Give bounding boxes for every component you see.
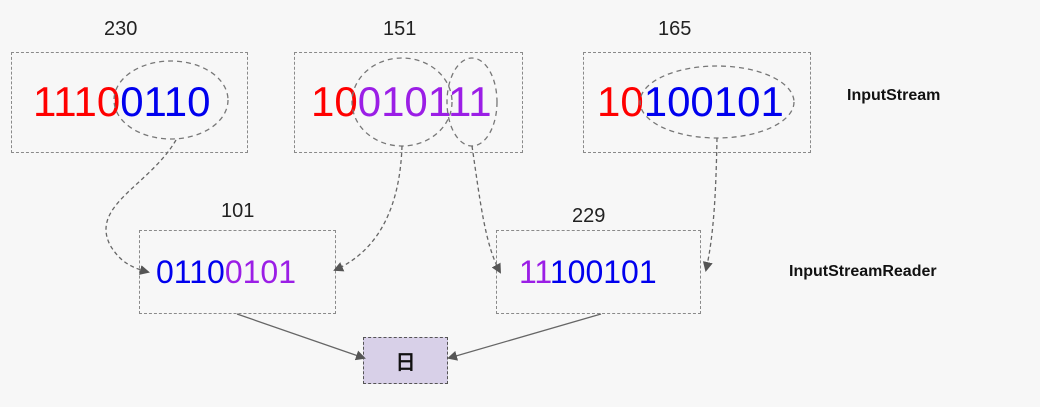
input-bits-1: 11100110: [33, 78, 211, 126]
byte-value-229: 229: [572, 205, 606, 227]
dashed-arrow: [105, 139, 177, 275]
bit-group: 0101: [224, 254, 296, 290]
input-bits-3: 10100101: [597, 78, 784, 126]
selection-ellipse: [113, 60, 229, 140]
input-byte-box-3: [583, 52, 811, 153]
bit-group: 11: [519, 254, 550, 290]
selection-ellipse: [639, 65, 795, 139]
bit-group: 11: [448, 78, 492, 125]
bit-group: 100101: [549, 254, 657, 290]
input-byte-box-2: [294, 52, 523, 153]
input-bits-2: 10010111: [311, 78, 492, 126]
byte-value-230: 230: [104, 18, 138, 40]
selection-ellipse: [446, 57, 498, 147]
bit-group: 10: [311, 78, 358, 125]
dashed-arrow: [471, 145, 501, 274]
bit-group: 100101: [643, 78, 784, 125]
bit-group: 0110: [120, 78, 211, 125]
selection-ellipse: [351, 57, 453, 147]
label-input-stream-reader: InputStreamReader: [789, 263, 937, 280]
dashed-arrow: [333, 145, 403, 272]
byte-value-151: 151: [383, 18, 417, 40]
solid-arrow: [447, 313, 602, 361]
dashed-arrow: [702, 137, 718, 272]
result-character: 日: [363, 337, 448, 384]
bit-group: 0110: [156, 254, 225, 290]
bit-group: 1110: [33, 78, 121, 125]
input-byte-box-1: [11, 52, 248, 153]
solid-arrow: [236, 313, 366, 361]
bit-group: 10: [597, 78, 644, 125]
label-input-stream: InputStream: [847, 87, 941, 104]
byte-value-101: 101: [221, 200, 255, 222]
bit-group: 0101: [357, 78, 449, 125]
output-bits-1: 01100101: [156, 254, 296, 291]
output-bits-2: 11100101: [519, 254, 657, 291]
byte-value-165: 165: [658, 18, 692, 40]
